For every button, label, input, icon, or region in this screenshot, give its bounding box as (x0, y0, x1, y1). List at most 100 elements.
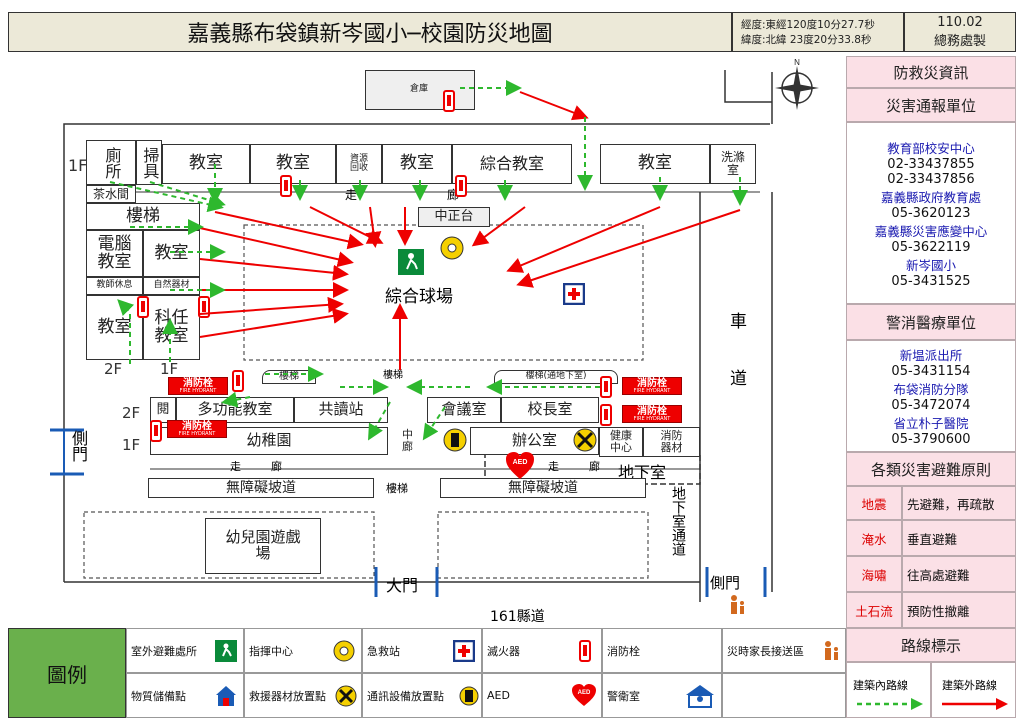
storage-building: 倉庫 (365, 70, 475, 110)
compass-north-label: N (794, 58, 800, 67)
side-gate-west-label: 側門 (69, 430, 88, 462)
room-principal: 校長室 (501, 397, 599, 423)
room-nature-equipment: 自然器材 (143, 277, 200, 295)
report-tel-3: 05-3620123 (891, 205, 971, 221)
rule-action-1: 先避難，再疏散 (902, 486, 1016, 520)
date-box: 110.02 總務處製 (904, 12, 1016, 52)
rule-disaster-2: 淹水 (846, 520, 902, 556)
room-classroom-1: 教室 (162, 144, 250, 184)
refuge-icon (215, 640, 237, 662)
parent-pickup-icon (731, 595, 744, 614)
legend-outdoor-refuge: 室外避難處所 (126, 628, 244, 673)
hydrant-label-en: FIRE HYDRANT (179, 387, 217, 394)
medical-org-2: 布袋消防分隊 (893, 382, 969, 397)
extinguisher-icon (579, 640, 591, 662)
rule-action-3: 往高處避難 (902, 556, 1016, 592)
report-units-list: 教育部校安中心 02-33437855 02-33437856 嘉義縣政府教育處… (846, 122, 1016, 304)
road-name-label: 161縣道 (490, 609, 545, 625)
route-outside-box: 建築外路線 (931, 662, 1016, 718)
page-title: 嘉義縣布袋鎮新岑國小─校園防災地圖 (8, 12, 732, 52)
room-classroom-4: 教室 (600, 144, 710, 184)
radio-icon (459, 686, 479, 706)
medical-tel-2: 05-3472074 (891, 398, 971, 413)
hydrant-label-en: FIRE HYDRANT (633, 387, 671, 394)
hydrant-label: 消防栓 (182, 420, 212, 432)
room-label: 掃具 (140, 146, 160, 179)
report-units-title: 災害通報單位 (846, 88, 1016, 122)
room-classroom-west-1: 教室 (143, 230, 200, 277)
corridor-label-south-1: 走廊 (230, 460, 312, 473)
extinguisher-icon (198, 296, 210, 318)
medical-units-title: 警消醫療單位 (846, 304, 1016, 340)
stairs-bottom-label: 樓梯 (386, 482, 408, 495)
room-reading-hall: 共讀站 (294, 397, 388, 423)
legend-rescue-equipment: 救援器材放置點 (244, 673, 362, 718)
command-center-icon (333, 640, 355, 662)
room-tea: 茶水間 (86, 185, 136, 203)
stairs-south-west: 樓梯 (262, 370, 316, 384)
legend-title: 圖例 (8, 628, 126, 718)
corridor-label-top: 走廊 (345, 188, 550, 202)
legend-label: 滅火器 (487, 644, 520, 658)
room-label: 科任教室 (154, 307, 189, 346)
coordinates-box: 經度:東經120度10分27.7秒 緯度:北緯 23度20分33.8秒 (732, 12, 904, 52)
room-label: 消防器材 (660, 429, 683, 454)
hydrant-label: 消防栓 (637, 405, 667, 417)
room-label: 健康中心 (610, 429, 632, 454)
extinguisher-icon (280, 175, 292, 197)
report-org-3: 嘉義縣政府教育處 (880, 189, 981, 205)
command-center-icon (440, 236, 464, 260)
room-label: 中廊 (402, 428, 413, 453)
extinguisher-icon (443, 90, 455, 112)
ramp-east: 無障礙坡道 (440, 478, 646, 498)
room-classroom-west-2: 教室 (86, 295, 143, 360)
green-dashed-arrow-icon (857, 698, 923, 710)
floor-label-1f-south: 1F (122, 436, 141, 454)
room-classroom-2: 教室 (250, 144, 336, 184)
floor-label-1f-west: 1F (160, 360, 179, 378)
basement-passage-label: 地下室通道 (670, 486, 686, 556)
title-text: 嘉義縣布袋鎮新岑國小─校園防災地圖 (187, 22, 553, 47)
rule-disaster-4: 土石流 (846, 592, 902, 628)
room-teacher-rest: 教師休息 (86, 277, 143, 295)
legend-command-center: 指揮中心 (244, 628, 362, 673)
report-org-5: 新岑國小 (905, 257, 956, 273)
latitude-text: 緯度:北緯 23度20分33.8秒 (741, 34, 872, 46)
rule-disaster-1: 地震 (846, 486, 902, 520)
ramp-west: 無障礙坡道 (148, 478, 374, 498)
zhongzheng-stage: 中正台 (418, 207, 490, 227)
extinguisher-icon (232, 370, 244, 392)
sports-field-label: 綜合球場 (385, 287, 453, 307)
date-text: 110.02 (937, 15, 983, 30)
middle-corridor: 中廊 (388, 427, 427, 455)
legend-label: 災時家長接送區 (727, 644, 804, 658)
stairs-west: 樓梯 (86, 203, 200, 230)
kindergarten-playground: 幼兒園遊戲場 (205, 518, 321, 574)
room-classroom-3: 教室 (382, 144, 452, 184)
road-label: 車道 (726, 312, 746, 426)
legend-guard-room: 警衛室 (602, 673, 722, 718)
aed-label: AED (513, 459, 528, 466)
longitude-text: 經度:東經120度10分27.7秒 (741, 19, 875, 31)
first-aid-icon (563, 283, 585, 305)
hydrant-label-en: FIRE HYDRANT (178, 430, 216, 437)
extinguisher-icon (600, 404, 612, 426)
stairs-south-center: 樓梯 (383, 370, 403, 381)
room-comprehensive: 綜合教室 (452, 144, 572, 184)
rule-action-4: 預防性撤離 (902, 592, 1016, 628)
room-label: 資源回收 (349, 153, 368, 173)
legend-aed: AED AED (482, 673, 602, 718)
aed-icon: AED (506, 452, 534, 479)
report-org-1: 教育部校安中心 (887, 140, 975, 156)
legend-label: AED (487, 689, 510, 702)
legend-parent-pickup: 災時家長接送區 (722, 628, 846, 673)
legend-comm-equipment: 通訊設備放置點 (362, 673, 482, 718)
svg-text:AED: AED (578, 690, 591, 696)
first-aid-icon (453, 640, 475, 662)
maker-text: 總務處製 (933, 34, 986, 49)
rule-action-2: 垂直避難 (902, 520, 1016, 556)
stairs-to-basement: 樓梯(通地下室) (494, 370, 618, 384)
